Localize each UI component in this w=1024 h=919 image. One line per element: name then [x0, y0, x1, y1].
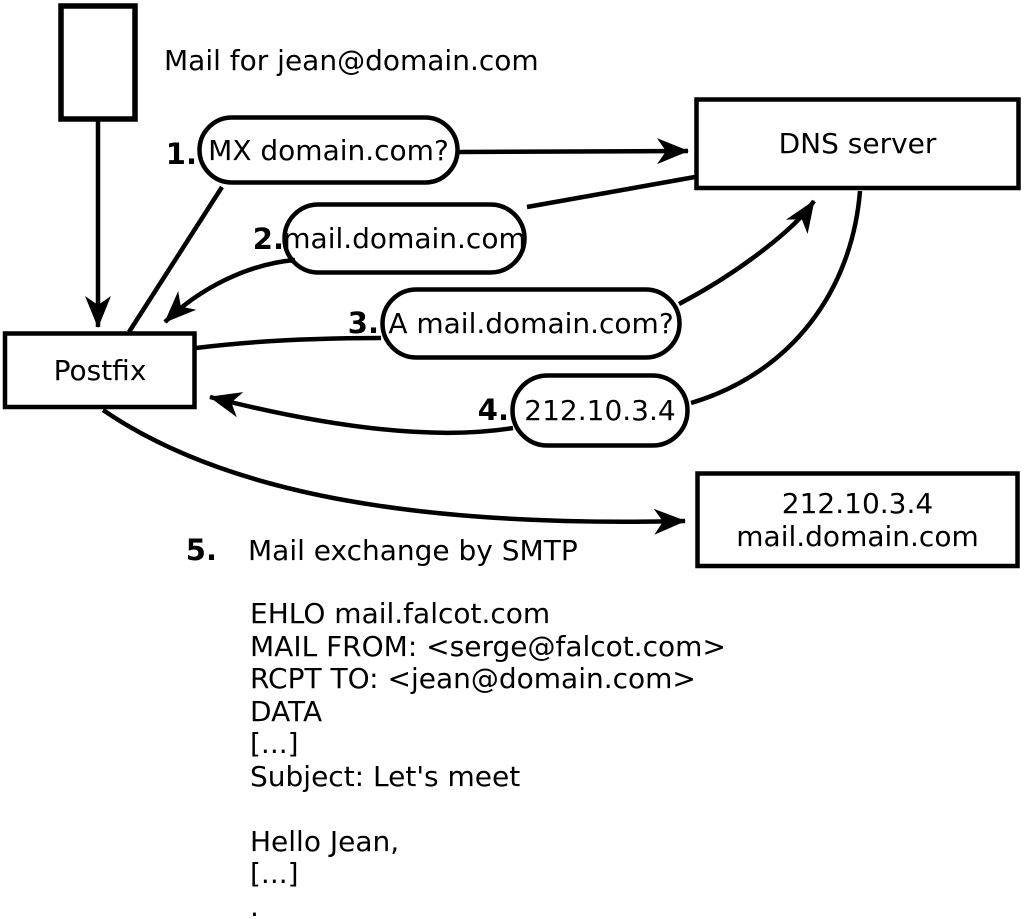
- connector-mx-answer-to-postfix: [163, 257, 296, 324]
- destination-box-shape: [695, 471, 1020, 569]
- connector-postfix-to-mx-query: [127, 185, 224, 334]
- connector-dns-to-mx-answer: [526, 174, 696, 210]
- pill-a-answer-shape: [510, 373, 690, 448]
- connector-mx-query-to-dns: [457, 138, 689, 165]
- pill-a-query-shape: [380, 287, 682, 360]
- connector-a-answer-to-postfix: [209, 392, 514, 436]
- pill-mx-answer-shape: [282, 202, 527, 275]
- mail-message-shape: [58, 3, 138, 122]
- connector-postfix-to-a-query: [195, 335, 382, 351]
- pill-mx-query-shape: [197, 115, 460, 185]
- connector-a-query-to-dns: [677, 199, 816, 306]
- connector-postfix-to-destination: [101, 408, 686, 535]
- dns-server-box-shape: [694, 97, 1021, 191]
- connector-dns-to-a-answer: [690, 190, 863, 406]
- postfix-box-shape: [2, 331, 197, 410]
